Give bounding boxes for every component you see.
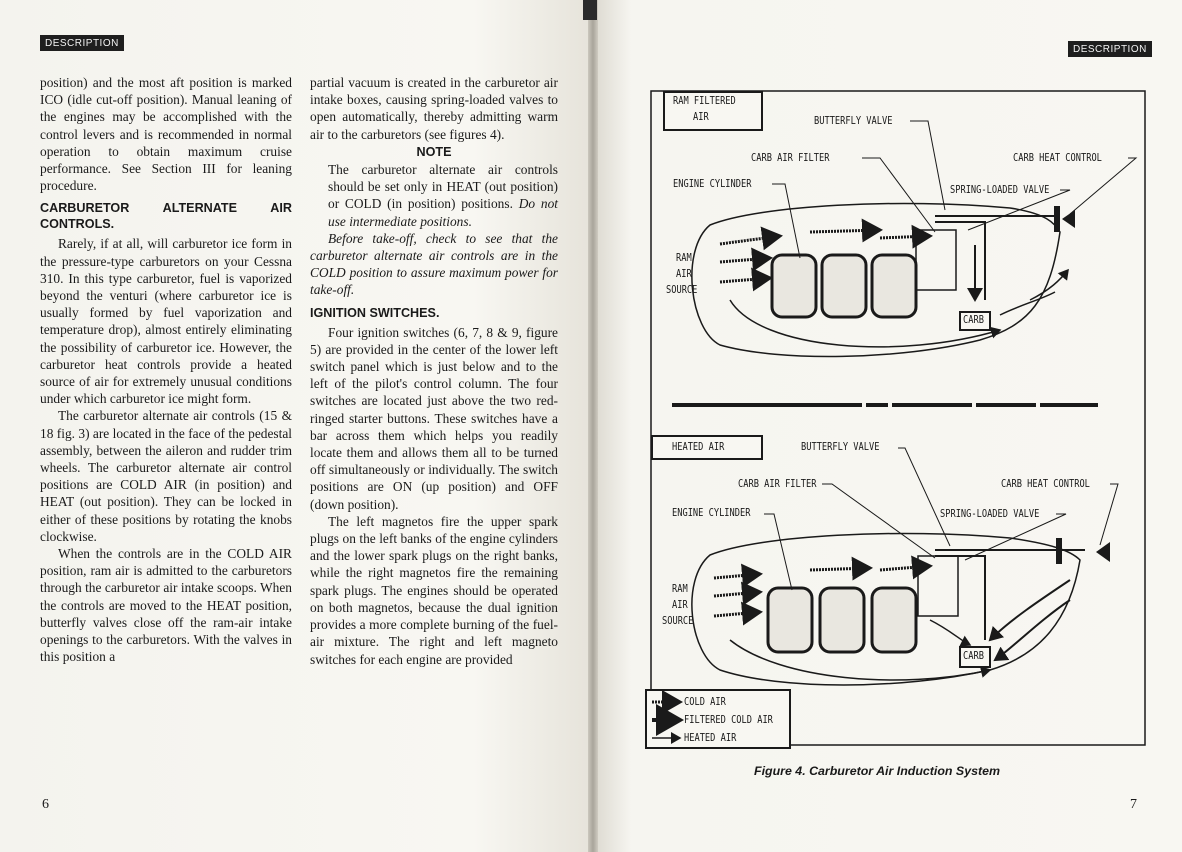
label-carb-top: CARB <box>963 314 984 326</box>
label-air-bottom: AIR <box>672 599 688 611</box>
leader-spring-valve-bottom <box>964 513 1067 561</box>
carb-box-bottom <box>959 646 991 668</box>
ram-air-arrow-top-3 <box>719 267 773 292</box>
duct-top <box>935 215 1060 300</box>
label-spring-loaded-valve-bottom: SPRING-LOADED VALVE <box>940 508 1040 520</box>
ram-air-arrow-top-2 <box>719 247 773 272</box>
book-gutter <box>588 0 598 852</box>
leader-butterfly-top <box>910 120 946 211</box>
heated-air-arrow-bottom-2 <box>993 599 1071 662</box>
mode-box-heated <box>651 435 763 460</box>
section-header-left: DESCRIPTION <box>40 35 124 51</box>
paragraph-carb-ice: Rarely, if at all, will carburetor ice f… <box>40 236 292 407</box>
engine-cylinder-top-3 <box>870 253 918 319</box>
label-engine-cylinder-bottom: ENGINE CYLINDER <box>672 507 751 519</box>
cold-air-arrow-top-2 <box>879 224 933 249</box>
legend-heated-air-label: HEATED AIR <box>684 732 737 744</box>
leader-carb-heat-top <box>1069 157 1138 215</box>
ram-air-arrow-bottom-2 <box>713 581 763 606</box>
left-page <box>0 0 592 852</box>
paragraph-control-location: The carburetor alternate air controls (1… <box>40 408 292 544</box>
label-ram-filtered: RAM FILTERED <box>673 95 736 107</box>
left-column-1: position) and the most aft position is m… <box>40 74 292 666</box>
leader-spring-valve-top <box>967 189 1071 231</box>
flow-arrow-top-1 <box>729 299 1002 348</box>
label-ram-top: RAM <box>676 252 692 264</box>
paragraph-ignition-switches: Four ignition switches (6, 7, 8 & 9, fig… <box>310 324 558 512</box>
page-number-right: 7 <box>1130 797 1137 812</box>
figure-caption: Figure 4. Carburetor Air Induction Syste… <box>754 764 1001 778</box>
cold-air-arrow-bottom-2 <box>879 555 933 580</box>
engine-cylinder-bottom-3 <box>870 586 918 654</box>
label-air-top: AIR <box>676 268 692 280</box>
label-source-top: SOURCE <box>666 284 698 296</box>
mode-box-ram-filtered <box>663 91 763 131</box>
engine-cylinder-top-1 <box>770 253 818 319</box>
note-body: The carburetor alternate air controls sh… <box>310 161 558 230</box>
label-carb-heat-control-top: CARB HEAT CONTROL <box>1013 152 1102 164</box>
leader-carb-heat-bottom <box>1099 483 1119 546</box>
ram-air-arrow-top-1 <box>719 226 783 251</box>
engine-cylinder-bottom-1 <box>766 586 814 654</box>
flow-arrow-top-2 <box>1029 268 1069 301</box>
label-heated-air: HEATED AIR <box>672 441 725 453</box>
label-ram-bottom: RAM <box>672 583 688 595</box>
carb-air-filter-top <box>915 229 957 291</box>
note-text: The carburetor alternate air controls sh… <box>328 162 558 212</box>
control-handle-top <box>1062 210 1075 228</box>
nacelle-outline-top <box>691 202 1061 358</box>
carb-heat-control-knob-top <box>1054 206 1060 232</box>
leader-carb-filter-top <box>862 157 936 233</box>
leader-cylinder-bottom <box>764 513 793 591</box>
paragraph-leaning: position) and the most aft position is m… <box>40 75 292 194</box>
figure-frame <box>650 90 1146 746</box>
paragraph-cold-air-position: When the controls are in the COLD AIR po… <box>40 546 292 665</box>
label-ram-filtered-air: AIR <box>693 111 709 123</box>
paragraph-takeoff-check: Before take-off, check to see that the c… <box>310 230 558 298</box>
note-emphasis: Do not use intermediate positions. <box>328 196 558 229</box>
paragraph-partial-vacuum: partial vacuum is created in the carbure… <box>310 75 558 142</box>
top-diagram <box>663 91 1138 358</box>
flow-arrow-bottom-1 <box>729 639 992 681</box>
left-column-2: partial vacuum is created in the carbure… <box>310 74 558 668</box>
section-header-right: DESCRIPTION <box>1068 41 1152 57</box>
label-carb-air-filter-bottom: CARB AIR FILTER <box>738 478 817 490</box>
label-butterfly-valve-top: BUTTERFLY VALVE <box>814 115 893 127</box>
leader-cylinder-top <box>772 183 801 259</box>
flow-arrow-top-3 <box>999 291 1056 316</box>
page-number-left: 6 <box>42 797 49 812</box>
label-butterfly-valve-bottom: BUTTERFLY VALVE <box>801 441 880 453</box>
note-title: NOTE <box>416 144 452 159</box>
heading-ignition-switches: IGNITION SWITCHES. <box>310 305 440 320</box>
gutter-shadow <box>583 0 597 20</box>
legend-filtered-cold-air-label: FILTERED COLD AIR <box>684 714 773 726</box>
label-carb-bottom: CARB <box>963 650 984 662</box>
carb-box-top <box>959 311 991 331</box>
label-engine-cylinder-top: ENGINE CYLINDER <box>673 178 752 190</box>
engine-cylinder-bottom-2 <box>818 586 866 654</box>
ram-air-arrow-bottom-1 <box>713 563 763 588</box>
leader-butterfly-bottom <box>898 447 951 547</box>
carb-heat-control-knob-bottom <box>1056 538 1062 564</box>
legend-cold-air-label: COLD AIR <box>684 696 726 708</box>
ram-air-arrow-bottom-3 <box>713 601 763 626</box>
cold-air-arrow-bottom-1 <box>809 556 873 581</box>
label-carb-air-filter-top: CARB AIR FILTER <box>751 152 830 164</box>
label-spring-loaded-valve-top: SPRING-LOADED VALVE <box>950 184 1050 196</box>
leader-carb-filter-bottom <box>822 483 936 559</box>
heated-air-arrow-bottom-1 <box>988 579 1071 642</box>
heading-carb-alternate-air: CARBURETOR ALTERNATE AIR CONTROLS. <box>40 201 292 232</box>
label-carb-heat-control-bottom: CARB HEAT CONTROL <box>1001 478 1090 490</box>
paragraph-magnetos: The left magnetos fire the upper spark p… <box>310 513 558 667</box>
label-source-bottom: SOURCE <box>662 615 694 627</box>
flow-arrow-bottom-2 <box>929 619 972 647</box>
cold-air-arrow-top-1 <box>809 218 883 243</box>
bottom-diagram <box>651 435 1119 686</box>
control-handle-bottom <box>1096 542 1110 562</box>
engine-cylinder-top-2 <box>820 253 868 319</box>
carb-air-filter-bottom <box>917 555 959 617</box>
